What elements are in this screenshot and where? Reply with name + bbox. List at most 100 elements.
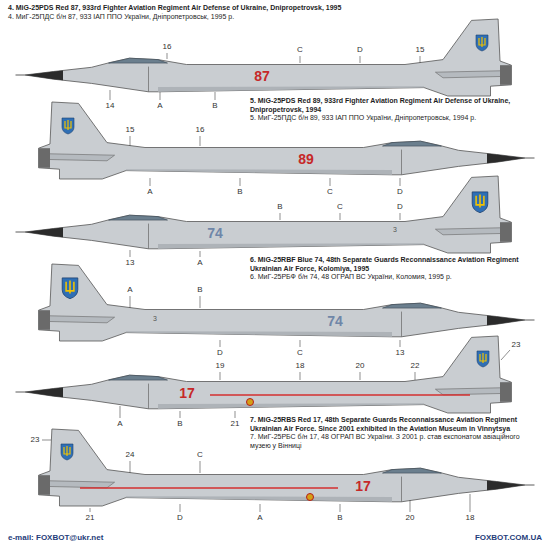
leader-line	[340, 213, 341, 220]
callout-number: 24	[126, 451, 135, 459]
leader-line	[167, 53, 168, 59]
callout-number: D	[177, 514, 183, 522]
caption-block: 4. MiG-25PDS Red 87, 933rd Fighter Aviat…	[8, 4, 388, 21]
aircraft-profile	[16, 176, 512, 253]
caption-text: 7. МиГ-25РБС б/н 17, 48 ОГРАП ВС України…	[250, 433, 542, 450]
callout-number: 14	[106, 102, 115, 110]
leader-line	[200, 136, 201, 146]
fin-emblem	[62, 118, 74, 134]
leader-line	[130, 296, 131, 308]
stencil-number: 3	[153, 315, 157, 322]
caption-block: 6. MiG-25RBF Blue 74, 48th Separate Guar…	[250, 256, 542, 282]
callout-number: 20	[356, 362, 365, 370]
caption-text: 7. MiG-25RBS Red 17, 48th Separate Guard…	[250, 416, 542, 433]
leader-line	[410, 500, 411, 512]
fin-emblem	[62, 278, 78, 299]
leader-line	[470, 494, 471, 512]
callout-number: D	[357, 46, 363, 54]
leader-line	[130, 461, 131, 473]
leader-line	[200, 461, 201, 473]
callout-number: A	[117, 420, 122, 428]
guards-badge	[247, 399, 254, 406]
stencil-number: 3	[393, 226, 397, 233]
callout-number: D	[397, 188, 403, 196]
leader-line	[400, 213, 401, 220]
footer-text: e-mail: FOXBOT@ukr.net	[8, 534, 103, 542]
leader-line	[340, 504, 341, 512]
callout-number: 22	[411, 362, 420, 370]
tail-number: 87	[254, 69, 270, 83]
fin-emblem	[61, 444, 73, 460]
callout-number: 20	[406, 514, 415, 522]
leader-line	[120, 406, 121, 418]
leader-line	[130, 136, 131, 146]
callout-number: A	[147, 188, 152, 196]
aircraft-profile	[16, 336, 512, 413]
guards-badge	[307, 494, 314, 501]
leader-line	[360, 372, 361, 380]
callout-number: 16	[196, 126, 205, 134]
callout-number: B	[177, 420, 182, 428]
caption-text: 5. МиГ-25ПДС б/н 89, 933 ІАП ППО України…	[250, 114, 542, 123]
caption-text: 6. МиГ-25РБФ б/н 74, 48 ОГРАП ВС України…	[250, 273, 542, 282]
caption-text: 6. MiG-25RBF Blue 74, 48th Separate Guar…	[250, 256, 542, 273]
leader-line	[200, 296, 201, 308]
callout-number: 19	[216, 362, 225, 370]
leader-line	[180, 411, 181, 418]
callout-number: 21	[86, 514, 95, 522]
callout-number: B	[337, 514, 342, 522]
leader-line	[420, 56, 421, 63]
callout-number: C	[297, 349, 303, 357]
callout-number: 15	[416, 46, 425, 54]
leader-line	[280, 213, 281, 220]
callout-number: B	[277, 203, 282, 211]
leader-line	[501, 350, 510, 360]
red-stripe	[210, 394, 470, 396]
caption-block: 7. MiG-25RBS Red 17, 48th Separate Guard…	[250, 416, 542, 450]
callout-number: B	[212, 102, 217, 110]
callout-number: D	[397, 203, 403, 211]
caption-text: 5. MiG-25PDS Red 89, 933rd Fighter Aviat…	[250, 97, 542, 114]
leader-line	[200, 251, 201, 257]
callout-number: C	[337, 203, 343, 211]
fin-emblem	[477, 351, 489, 367]
leader-line	[130, 250, 131, 257]
leader-line	[300, 56, 301, 63]
tail-number: 17	[179, 386, 195, 400]
leader-line	[415, 372, 416, 380]
callout-number: B	[237, 188, 242, 196]
callout-number: 18	[296, 362, 305, 370]
leader-line	[235, 411, 236, 418]
leader-line	[260, 504, 261, 512]
callout-number: 13	[396, 349, 405, 357]
tail-number: 89	[298, 152, 314, 166]
callout-number: A	[257, 514, 262, 522]
caption-text: 4. МиГ-25ПДС б/н 87, 933 ІАП ППО України…	[8, 13, 388, 22]
tail-number: 74	[327, 314, 343, 328]
callout-number: A	[197, 259, 202, 267]
caption-block: 5. MiG-25PDS Red 89, 933rd Fighter Aviat…	[250, 97, 542, 123]
leader-line	[240, 178, 241, 186]
red-stripe	[80, 487, 338, 489]
leader-line	[220, 340, 221, 347]
leader-line	[400, 178, 401, 186]
callout-number: A	[127, 286, 132, 294]
leader-line	[180, 504, 181, 512]
fin-emblem	[472, 192, 488, 213]
callout-number: 13	[126, 259, 135, 267]
callout-number: D	[217, 349, 223, 357]
leader-line	[300, 340, 301, 347]
tail-number: 74	[207, 226, 223, 240]
tail-number: 17	[355, 479, 371, 493]
caption-text: 4. MiG-25PDS Red 87, 933rd Fighter Aviat…	[8, 4, 388, 13]
callout-number: C	[197, 451, 203, 459]
callout-number: B	[197, 286, 202, 294]
leader-line	[150, 178, 151, 186]
aircraft-profile	[16, 19, 512, 96]
callout-number: 15	[126, 126, 135, 134]
callout-number: C	[297, 46, 303, 54]
leader-line	[330, 178, 331, 186]
leader-line	[300, 372, 301, 380]
callout-number: 18	[466, 514, 475, 522]
